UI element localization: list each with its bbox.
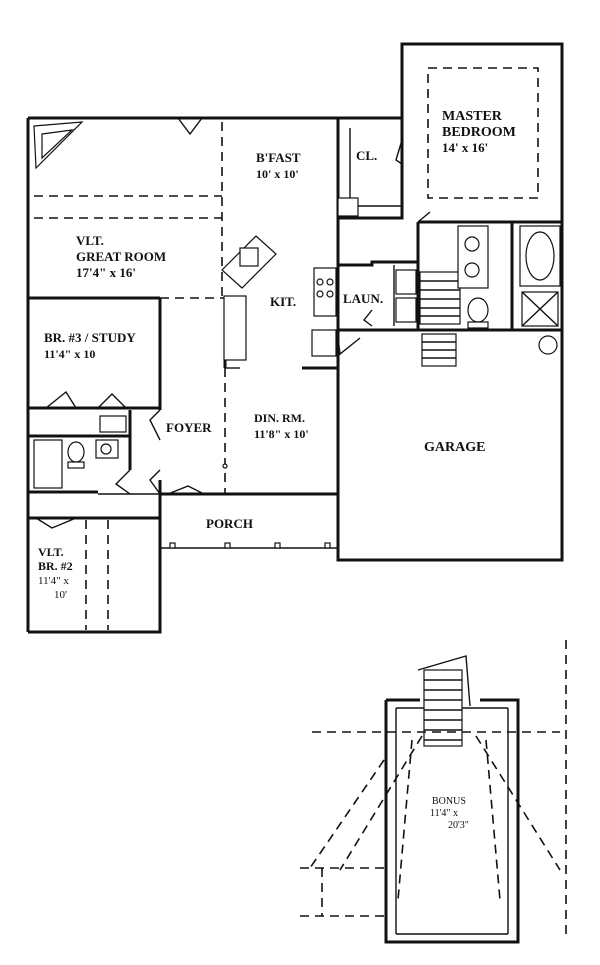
bedroom2-size-2: 10' — [54, 589, 67, 601]
great-room-label-2: GREAT ROOM — [76, 249, 166, 264]
bedroom2-label-1: VLT. — [38, 545, 64, 559]
room-labels: MASTER BEDROOM 14' x 16' CL. B'FAST 10' … — [38, 109, 516, 601]
bonus-label: BONUS — [432, 796, 466, 807]
dining-size: 11'8" x 10' — [254, 427, 309, 441]
bedroom2-size-1: 11'4" x — [38, 575, 69, 587]
great-room-label-1: VLT. — [76, 233, 104, 248]
bfast-label: B'FAST — [256, 150, 301, 165]
master-bedroom-label-2: BEDROOM — [442, 125, 516, 140]
garage-label: GARAGE — [424, 440, 485, 455]
porch-label: PORCH — [206, 516, 253, 531]
dining-label: DIN. RM. — [254, 411, 305, 425]
master-bedroom-label-1: MASTER — [442, 109, 503, 124]
stairs-bonus — [417, 655, 471, 747]
bedroom2-label-2: BR. #2 — [38, 559, 73, 573]
kitchen-label: KIT. — [270, 294, 296, 309]
bonus-room-plan: BONUS 11'4" x 20'3" — [300, 640, 567, 944]
bfast-size: 10' x 10' — [256, 167, 299, 181]
doors — [35, 117, 431, 529]
bedroom3-size: 11'4" x 10 — [44, 347, 95, 361]
master-bedroom-size: 14' x 16' — [442, 140, 488, 155]
great-room-size: 17'4" x 16' — [76, 265, 136, 280]
bedroom3-label: BR. #3 / STUDY — [44, 330, 136, 345]
stairs-laundry — [419, 271, 461, 367]
laundry-label: LAUN. — [343, 291, 383, 306]
exterior-walls — [26, 42, 564, 634]
foyer-label: FOYER — [166, 420, 212, 435]
closet-label: CL. — [356, 148, 377, 163]
dashed-lines — [34, 67, 539, 630]
fixtures — [33, 121, 561, 549]
bonus-size-2: 20'3" — [448, 820, 469, 831]
bonus-size-1: 11'4" x — [430, 808, 458, 819]
